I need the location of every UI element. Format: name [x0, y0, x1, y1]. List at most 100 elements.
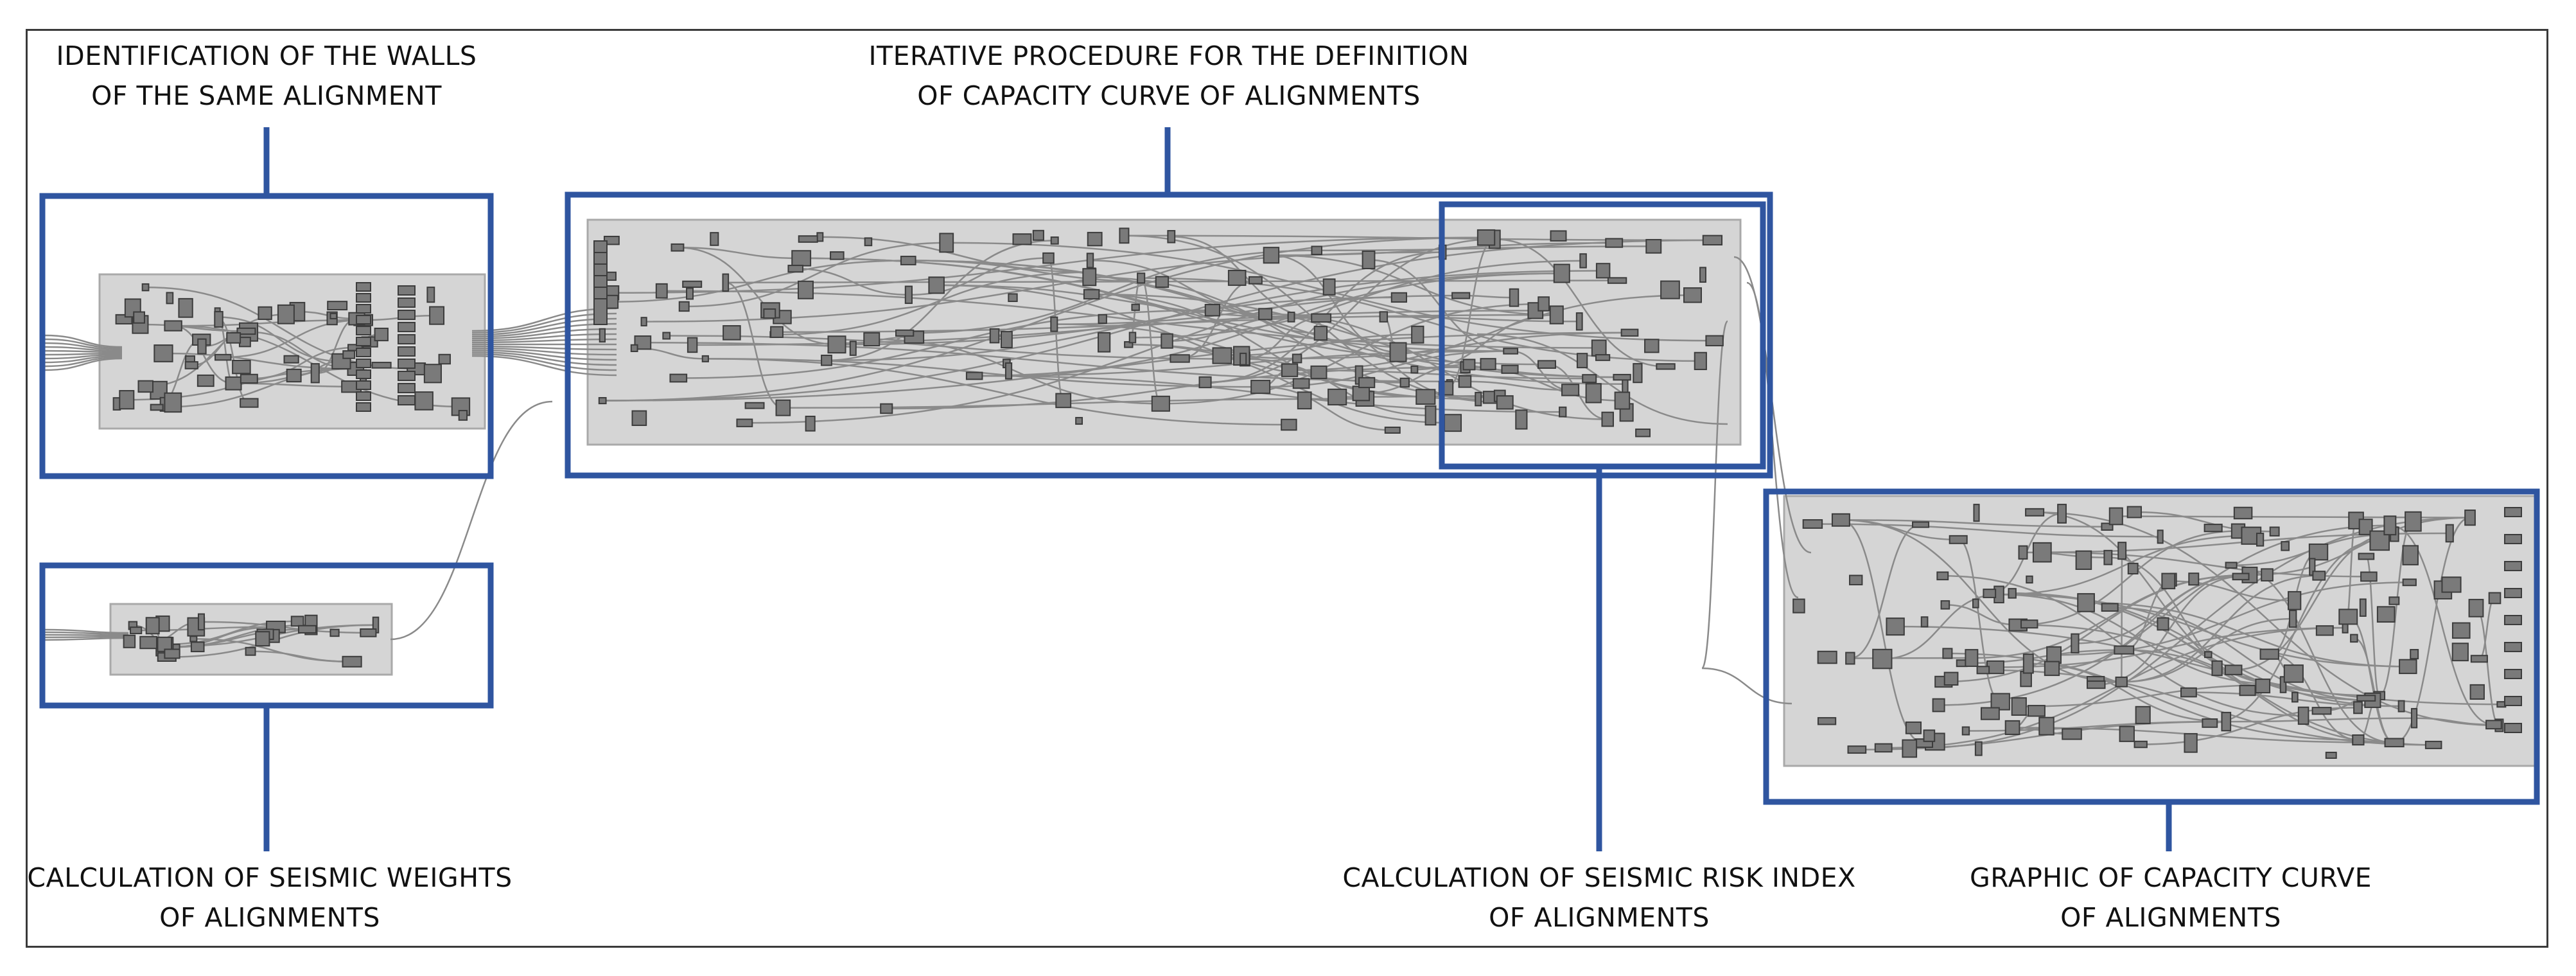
graph-node-3-18 [189, 635, 198, 643]
graph-node-1-98 [797, 280, 814, 299]
graph-node-1-30 [1509, 288, 1520, 307]
graph-node-2-79 [2488, 592, 2502, 605]
graph-node-0-54 [178, 297, 193, 318]
hub-output-node-1 [398, 297, 416, 308]
graph-node-2-17 [2025, 508, 2045, 517]
hub-node-1 [356, 293, 371, 303]
frame-seismic-risk-index [1439, 201, 1766, 470]
procedure-to-graphic-wire-d [1701, 667, 1792, 705]
graph-node-2-136 [2127, 562, 2139, 575]
input-wire-9 [44, 357, 123, 371]
graphic-output-node-6 [2504, 669, 2522, 679]
graph-wire-1-117 [1091, 293, 1622, 378]
leader-lines [263, 127, 2172, 851]
graph-wire-1-143 [1212, 309, 1321, 334]
graph-node-1-73 [655, 283, 668, 299]
graph-node-2-126 [2077, 593, 2095, 612]
graph-wire-1-148 [1383, 315, 1580, 323]
graph-node-1-161 [1462, 359, 1476, 371]
graph-node-1-110 [686, 287, 694, 300]
graph-node-1-6 [1292, 353, 1302, 364]
graph-node-1-83 [1635, 428, 1651, 438]
graph-node-1-85 [1379, 311, 1389, 323]
frame-capacity-curve-graphic [1763, 488, 2540, 805]
graphic-output-node-0 [2504, 507, 2522, 517]
label-seismic-risk-index-line2: OF ALIGNMENTS [1489, 902, 1710, 933]
graph-node-3-17 [197, 613, 205, 631]
graph-node-1-104 [1458, 375, 1472, 388]
graph-node-0-35 [426, 287, 435, 303]
hub-output-node-4 [398, 334, 416, 344]
graph-node-0-14 [238, 337, 251, 348]
graph-node-0-26 [329, 312, 338, 319]
graph-node-0-51 [371, 362, 392, 369]
graph-node-2-83 [2062, 728, 2082, 740]
graph-wire-1-104 [1464, 380, 1571, 391]
graph-node-0-49 [137, 380, 153, 393]
graph-node-0-31 [310, 363, 320, 384]
graph-node-2-94 [2204, 524, 2223, 533]
graph-wire-2-31 [1883, 626, 2345, 749]
graph-node-1-1 [1503, 348, 1519, 355]
graph-node-2-107 [2157, 529, 2164, 544]
graph-node-3-7 [139, 635, 157, 650]
graph-node-1-144 [1550, 230, 1567, 242]
graph-node-1-128 [1352, 386, 1371, 402]
graph-node-2-58 [2032, 542, 2052, 563]
graph-node-1-133 [770, 326, 784, 339]
graph-node-2-125 [2338, 608, 2358, 625]
graph-node-1-55 [1702, 235, 1723, 246]
graph-node-2-128 [2297, 706, 2309, 725]
input-wire-5 [44, 352, 123, 356]
graph-wire-2-37 [2120, 549, 2123, 683]
graph-node-2-140 [2359, 598, 2367, 617]
graph-node-1-67 [1475, 391, 1482, 407]
hub-node-2 [356, 304, 371, 314]
graph-node-1-56 [1559, 406, 1567, 418]
graph-node-1-47 [1042, 252, 1055, 264]
graph-wire-1-161 [1361, 364, 1469, 395]
graph-node-2-21 [1936, 571, 1949, 581]
graph-node-1-17 [701, 355, 709, 362]
graph-node-1-7 [1605, 238, 1624, 248]
graph-node-1-91 [1086, 253, 1094, 269]
graph-node-2-109 [1902, 739, 1918, 758]
graph-node-2-113 [2087, 680, 2106, 689]
graph-node-2-78 [2410, 649, 2419, 660]
graph-node-1-11 [1553, 263, 1570, 283]
label-capacity-curve-graphic-line1: GRAPHIC OF CAPACITY CURVE [1969, 862, 2372, 893]
label-seismic-risk-index: CALCULATION OF SEISMIC RISK INDEX OF ALI… [1323, 858, 1875, 937]
graph-node-3-13 [290, 616, 304, 627]
graph-node-1-34 [1390, 292, 1407, 303]
graph-node-2-5 [1831, 513, 1850, 527]
graph-node-1-154 [1515, 409, 1528, 430]
graph-node-1-20 [1389, 342, 1407, 362]
graph-node-0-37 [197, 374, 215, 387]
graph-node-1-103 [1595, 263, 1611, 279]
graph-node-1-19 [1281, 418, 1297, 431]
graph-node-2-1 [2004, 720, 2020, 735]
graph-node-1-31 [880, 403, 893, 414]
graph-node-2-135 [1912, 521, 1930, 528]
graph-node-1-5 [849, 341, 857, 356]
input-wire-1 [44, 338, 123, 350]
graph-node-2-138 [2188, 572, 2200, 586]
graph-wire-2-7 [1841, 519, 2122, 683]
graph-node-1-142 [1128, 332, 1137, 344]
graph-node-2-35 [2020, 671, 2032, 688]
graph-wire-1-19 [705, 358, 1289, 426]
graph-node-2-112 [2126, 506, 2142, 519]
graph-node-0-48 [214, 311, 223, 328]
label-seismic-risk-index-line1: CALCULATION OF SEISMIC RISK INDEX [1342, 862, 1856, 893]
graph-node-1-111 [1032, 229, 1044, 241]
graph-wire-1-20 [1271, 254, 1399, 353]
graph-wire-2-36 [2365, 555, 2380, 697]
graph-node-2-108 [1943, 671, 1959, 686]
bridge-wire-3 [471, 323, 617, 338]
graph-wire-1-101 [1245, 358, 1431, 416]
graph-wire-1-55 [602, 239, 1713, 402]
graph-node-2-77 [2046, 646, 2062, 664]
graph-node-1-49 [1050, 316, 1058, 332]
graph-node-2-30 [2259, 648, 2279, 660]
